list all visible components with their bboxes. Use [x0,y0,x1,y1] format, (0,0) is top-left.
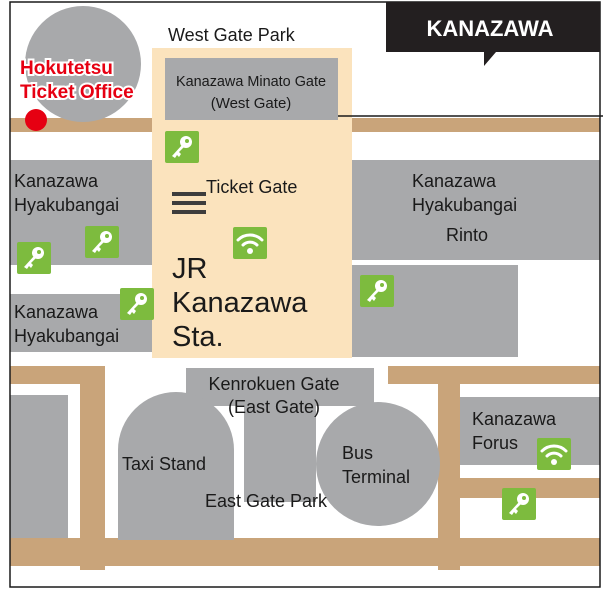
bus-terminal-label: Bus [342,443,373,463]
building-east-gate-middle [244,402,316,502]
city-badge-text: KANAZAWA [426,16,553,41]
key-icon [120,288,154,320]
hyakubangai-left2-label: Kanazawa [14,302,99,322]
building-kenrokuen-gate [186,368,374,406]
hokutetsu-label: Hokutetsu Ticket Office [18,56,136,105]
road-east-upper [388,366,600,384]
key-icon [85,226,119,258]
map-frame [9,1,601,588]
ticket-gate-label: Ticket Gate [206,177,297,197]
wifi-icon [535,436,573,472]
building-southwest [10,395,68,521]
hyakubangai-left2-label-2: Hyakubangai [14,326,119,346]
roads [10,118,600,570]
hokutetsu-circle [25,6,141,122]
kenrokuen-gate-label: Kenrokuen Gate [208,374,339,394]
bus-terminal-label-2: Terminal [342,467,410,487]
road-south [10,538,600,566]
hyakubangai-left-label: Kanazawa [14,171,99,191]
bus-terminal-shape [316,402,440,526]
road-west-vertical [80,366,105,570]
rinto-label: Rinto [446,225,488,245]
jr-station-label-1: JR [172,253,207,285]
svg-text:Ticket Office: Ticket Office [20,82,134,103]
minato-gate-label: Kanazawa Minato Gate [176,73,326,90]
building-hyakubangai-right [352,160,600,260]
key-icon [165,131,199,163]
kanazawa-minato-gate-block [165,58,338,120]
forus-label: Kanazawa [472,409,557,429]
west-gate-park-label: West Gate Park [168,25,296,45]
jr-station-label-2: Kanazawa [172,287,308,319]
city-badge: KANAZAWA [386,2,600,66]
hyakubangai-right-label: Kanazawa [412,171,497,191]
taxi-stand-label: Taxi Stand [122,454,206,474]
hokutetsu-marker-dot [25,109,47,131]
east-gate-park-label: East Gate Park [205,491,328,511]
key-icon [502,488,536,520]
hyakubangai-left-label-2: Hyakubangai [14,195,119,215]
svg-text:Hokutetsu: Hokutetsu [20,58,113,79]
key-icon [360,275,394,307]
building-southwest-2 [10,508,68,538]
hyakubangai-right-label-2: Hyakubangai [412,195,517,215]
key-icon [17,242,51,274]
building-forus [460,397,600,465]
forus-label-2: Forus [472,433,518,453]
minato-gate-label-sub: (West Gate) [211,95,292,112]
stairs-icon [172,192,206,214]
wifi-icon [231,225,269,261]
jr-station-label-3: Sta. [172,321,224,353]
road-east-vertical [438,384,460,570]
buildings [10,6,600,540]
taxi-stand-shape [118,392,234,540]
kenrokuen-gate-label-sub: (East Gate) [228,397,320,417]
